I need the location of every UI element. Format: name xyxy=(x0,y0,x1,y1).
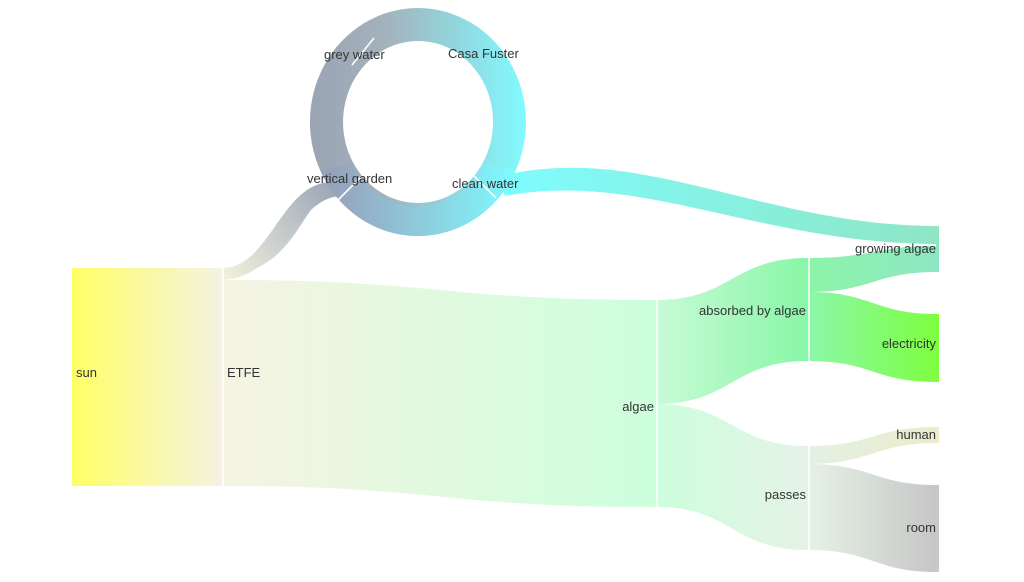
label-absorbed-by-algae: absorbed by algae xyxy=(699,303,806,318)
labels: sun ETFE algae absorbed by algae passes … xyxy=(76,46,936,535)
node-electricity xyxy=(936,314,939,382)
nodes xyxy=(72,226,939,572)
node-room xyxy=(936,485,939,572)
ring-divider-2 xyxy=(335,165,373,203)
label-room: room xyxy=(906,520,936,535)
label-clean-water: clean water xyxy=(452,176,519,191)
label-passes: passes xyxy=(765,487,807,502)
label-human: human xyxy=(896,427,936,442)
label-electricity: electricity xyxy=(882,336,937,351)
label-casa-fuster: Casa Fuster xyxy=(448,46,519,61)
node-human xyxy=(936,427,939,443)
link-absorbed-electricity xyxy=(808,292,938,382)
label-grey-water: grey water xyxy=(324,47,385,62)
link-etfe-vertical-garden-band xyxy=(222,182,342,280)
label-sun: sun xyxy=(76,365,97,380)
link-clean-water-growing xyxy=(497,167,938,244)
link-algae-absorbed xyxy=(656,258,808,404)
node-growing-algae xyxy=(936,226,939,272)
label-etfe: ETFE xyxy=(227,365,261,380)
water-loop-ring xyxy=(309,8,526,236)
ring-divider-1 xyxy=(351,37,375,66)
label-vertical-garden: vertical garden xyxy=(307,171,392,186)
label-algae: algae xyxy=(622,399,654,414)
link-passes-room xyxy=(808,464,938,572)
node-sun xyxy=(72,268,222,486)
link-algae-passes xyxy=(656,404,808,550)
links xyxy=(222,167,938,572)
water-loop xyxy=(309,8,526,237)
water-loop-ring-lower xyxy=(320,164,516,237)
link-etfe-algae xyxy=(222,280,656,507)
link-absorbed-growing xyxy=(808,246,938,292)
label-growing-algae: growing algae xyxy=(855,241,936,256)
link-passes-human xyxy=(808,427,938,464)
ring-divider-3 xyxy=(465,167,497,199)
